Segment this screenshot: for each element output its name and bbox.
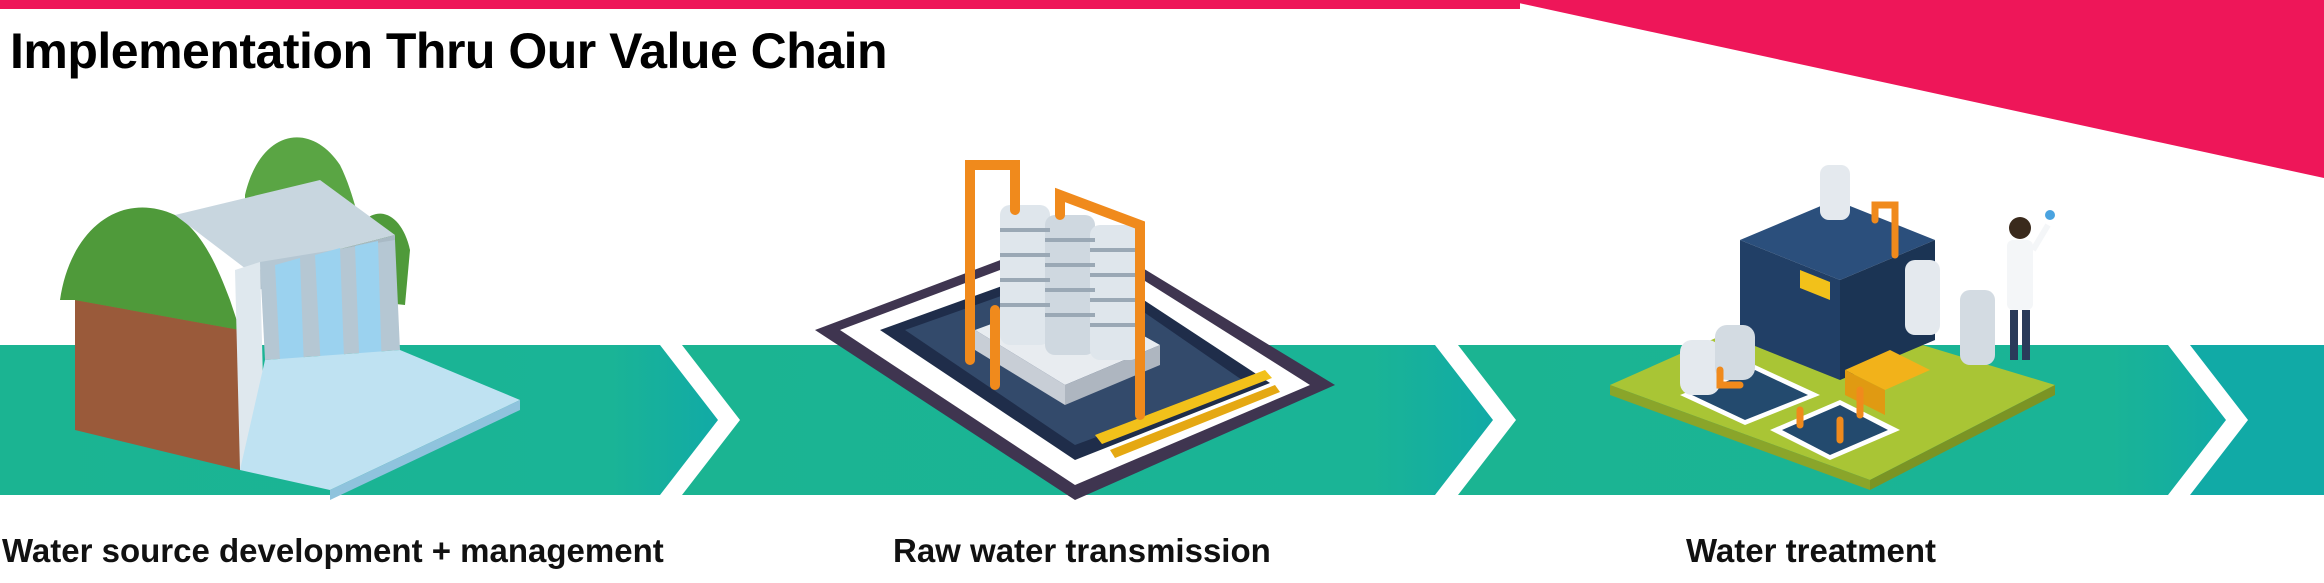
corner-accent-triangle [1505,0,2324,178]
chevron-segment-4 [2190,345,2324,495]
step-label-water-treatment: Water treatment [1686,532,1936,569]
page-title: Implementation Thru Our Value Chain [10,23,888,79]
water-tank-platform-icon [815,160,1335,500]
water-treatment-plant-icon [1610,165,2055,490]
step-label-water-source: Water source development + management [2,532,664,569]
step-label-raw-water-transmission: Raw water transmission [893,532,1271,569]
top-accent-line [0,0,1520,9]
dam-icon [60,137,520,500]
